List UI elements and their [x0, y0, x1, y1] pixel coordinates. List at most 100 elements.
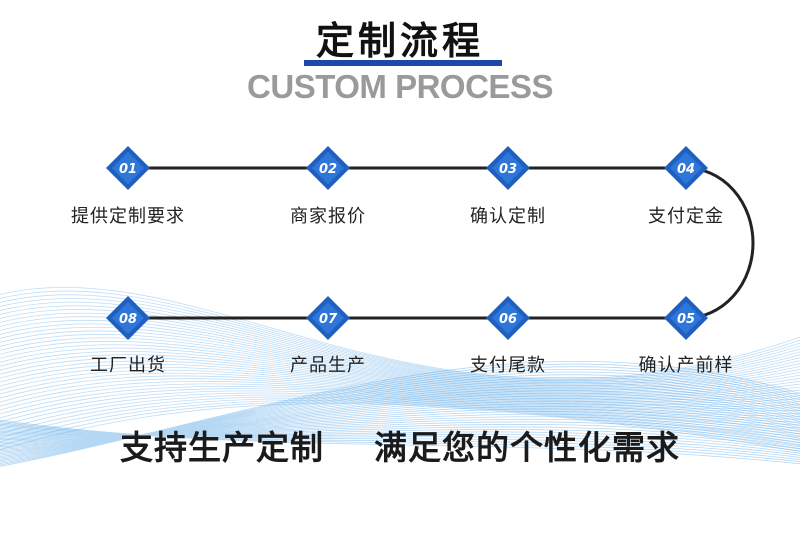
- wave-line: [0, 403, 800, 452]
- step-diamond-inner: [670, 302, 702, 334]
- wave-line: [0, 424, 800, 446]
- wave-line: [0, 316, 800, 388]
- wave-line: [0, 385, 800, 426]
- step-label-3: 确认定制: [470, 206, 546, 227]
- step-node-3: 03: [486, 146, 530, 190]
- wave-line: [0, 401, 800, 449]
- wave-line: [0, 421, 800, 444]
- wave-line: [0, 423, 800, 458]
- step-label-4: 支付定金: [648, 206, 724, 227]
- wave-line: [0, 366, 800, 464]
- wave-line: [0, 363, 800, 466]
- wave-line: [0, 363, 800, 406]
- step-label-5: 确认产前样: [638, 355, 734, 376]
- wave-line: [0, 387, 800, 453]
- wave-line: [0, 334, 800, 393]
- wave-line: [0, 327, 800, 391]
- wave-line: [0, 419, 800, 465]
- step-number: 07: [319, 312, 338, 327]
- wave-line: [0, 309, 800, 386]
- wave-line: [0, 372, 800, 412]
- wave-line: [0, 388, 800, 429]
- wave-line: [0, 369, 800, 463]
- wave-line: [0, 351, 800, 400]
- wave-line: [0, 366, 800, 407]
- wave-line: [0, 394, 800, 438]
- wave-line: [0, 399, 800, 446]
- wave-line: [0, 418, 800, 441]
- connector-curve: [685, 166, 755, 320]
- step-node-7: 07: [306, 296, 350, 340]
- wave-line: [0, 405, 800, 443]
- wave-line: [0, 396, 800, 441]
- step-node-8: 08: [106, 296, 150, 340]
- wave-line: [0, 360, 800, 404]
- page-subtitle: CUSTOM PROCESS: [247, 68, 553, 105]
- wave-line: [0, 319, 800, 389]
- wave-line: [0, 413, 800, 439]
- wave-line: [0, 398, 800, 448]
- wave-line: [0, 380, 800, 420]
- step-number: 04: [677, 162, 695, 177]
- wave-line: [0, 354, 800, 401]
- step-label-8: 工厂出货: [90, 355, 166, 376]
- step-label-7: 产品生产: [290, 355, 366, 376]
- wave-line: [0, 400, 800, 446]
- wave-line: [0, 347, 800, 398]
- wave-line: [0, 337, 800, 395]
- wave-line: [0, 403, 800, 445]
- step-label-6: 支付尾款: [470, 355, 546, 376]
- wave-line: [0, 390, 800, 452]
- wave-line: [0, 421, 800, 463]
- step-node-6: 06: [486, 296, 530, 340]
- step-diamond-inner: [112, 302, 144, 334]
- step-number: 02: [319, 162, 337, 177]
- wave-line: [0, 340, 800, 396]
- wave-line: [0, 379, 800, 457]
- wave-line: [0, 323, 800, 390]
- wave-line: [0, 384, 800, 455]
- wave-line: [0, 298, 800, 383]
- wave-line: [0, 392, 800, 450]
- step-node-2: 02: [306, 146, 350, 190]
- wave-line: [0, 330, 800, 392]
- wave-line: [0, 301, 800, 384]
- wave-line: [0, 392, 800, 435]
- step-diamond-inner: [312, 302, 344, 334]
- wave-line: [0, 426, 800, 448]
- wave-line: [0, 286, 800, 380]
- wave-line: [0, 374, 800, 460]
- step-node-5: 05: [664, 296, 708, 340]
- step-diamond-inner: [312, 152, 344, 184]
- wave-line: [0, 382, 800, 456]
- wave-line: [0, 361, 800, 467]
- step-diamond-inner: [492, 302, 524, 334]
- step-node-4: 04: [664, 146, 708, 190]
- step-label-2: 商家报价: [290, 206, 366, 227]
- wave-line: [0, 290, 800, 381]
- wave-line: [0, 369, 800, 409]
- wave-line: [0, 390, 800, 432]
- wave-line: [0, 375, 800, 414]
- step-diamond-inner: [492, 152, 524, 184]
- step-number: 06: [499, 312, 517, 327]
- wave-line: [0, 426, 800, 454]
- step-number: 08: [119, 312, 137, 327]
- title-underline: [304, 60, 502, 66]
- wave-line: [0, 425, 800, 456]
- wave-line: [0, 344, 800, 397]
- step-number: 01: [119, 162, 137, 177]
- step-number: 05: [677, 312, 695, 327]
- wave-line: [0, 429, 800, 450]
- wave-line: [0, 383, 800, 423]
- page-title: 定制流程: [315, 19, 484, 63]
- wave-line: [0, 376, 800, 459]
- wave-line: [0, 416, 800, 439]
- wave-line: [0, 422, 800, 461]
- wave-line: [0, 305, 800, 385]
- wave-line: [0, 294, 800, 382]
- wave-line: [0, 371, 800, 462]
- step-diamond-inner: [670, 152, 702, 184]
